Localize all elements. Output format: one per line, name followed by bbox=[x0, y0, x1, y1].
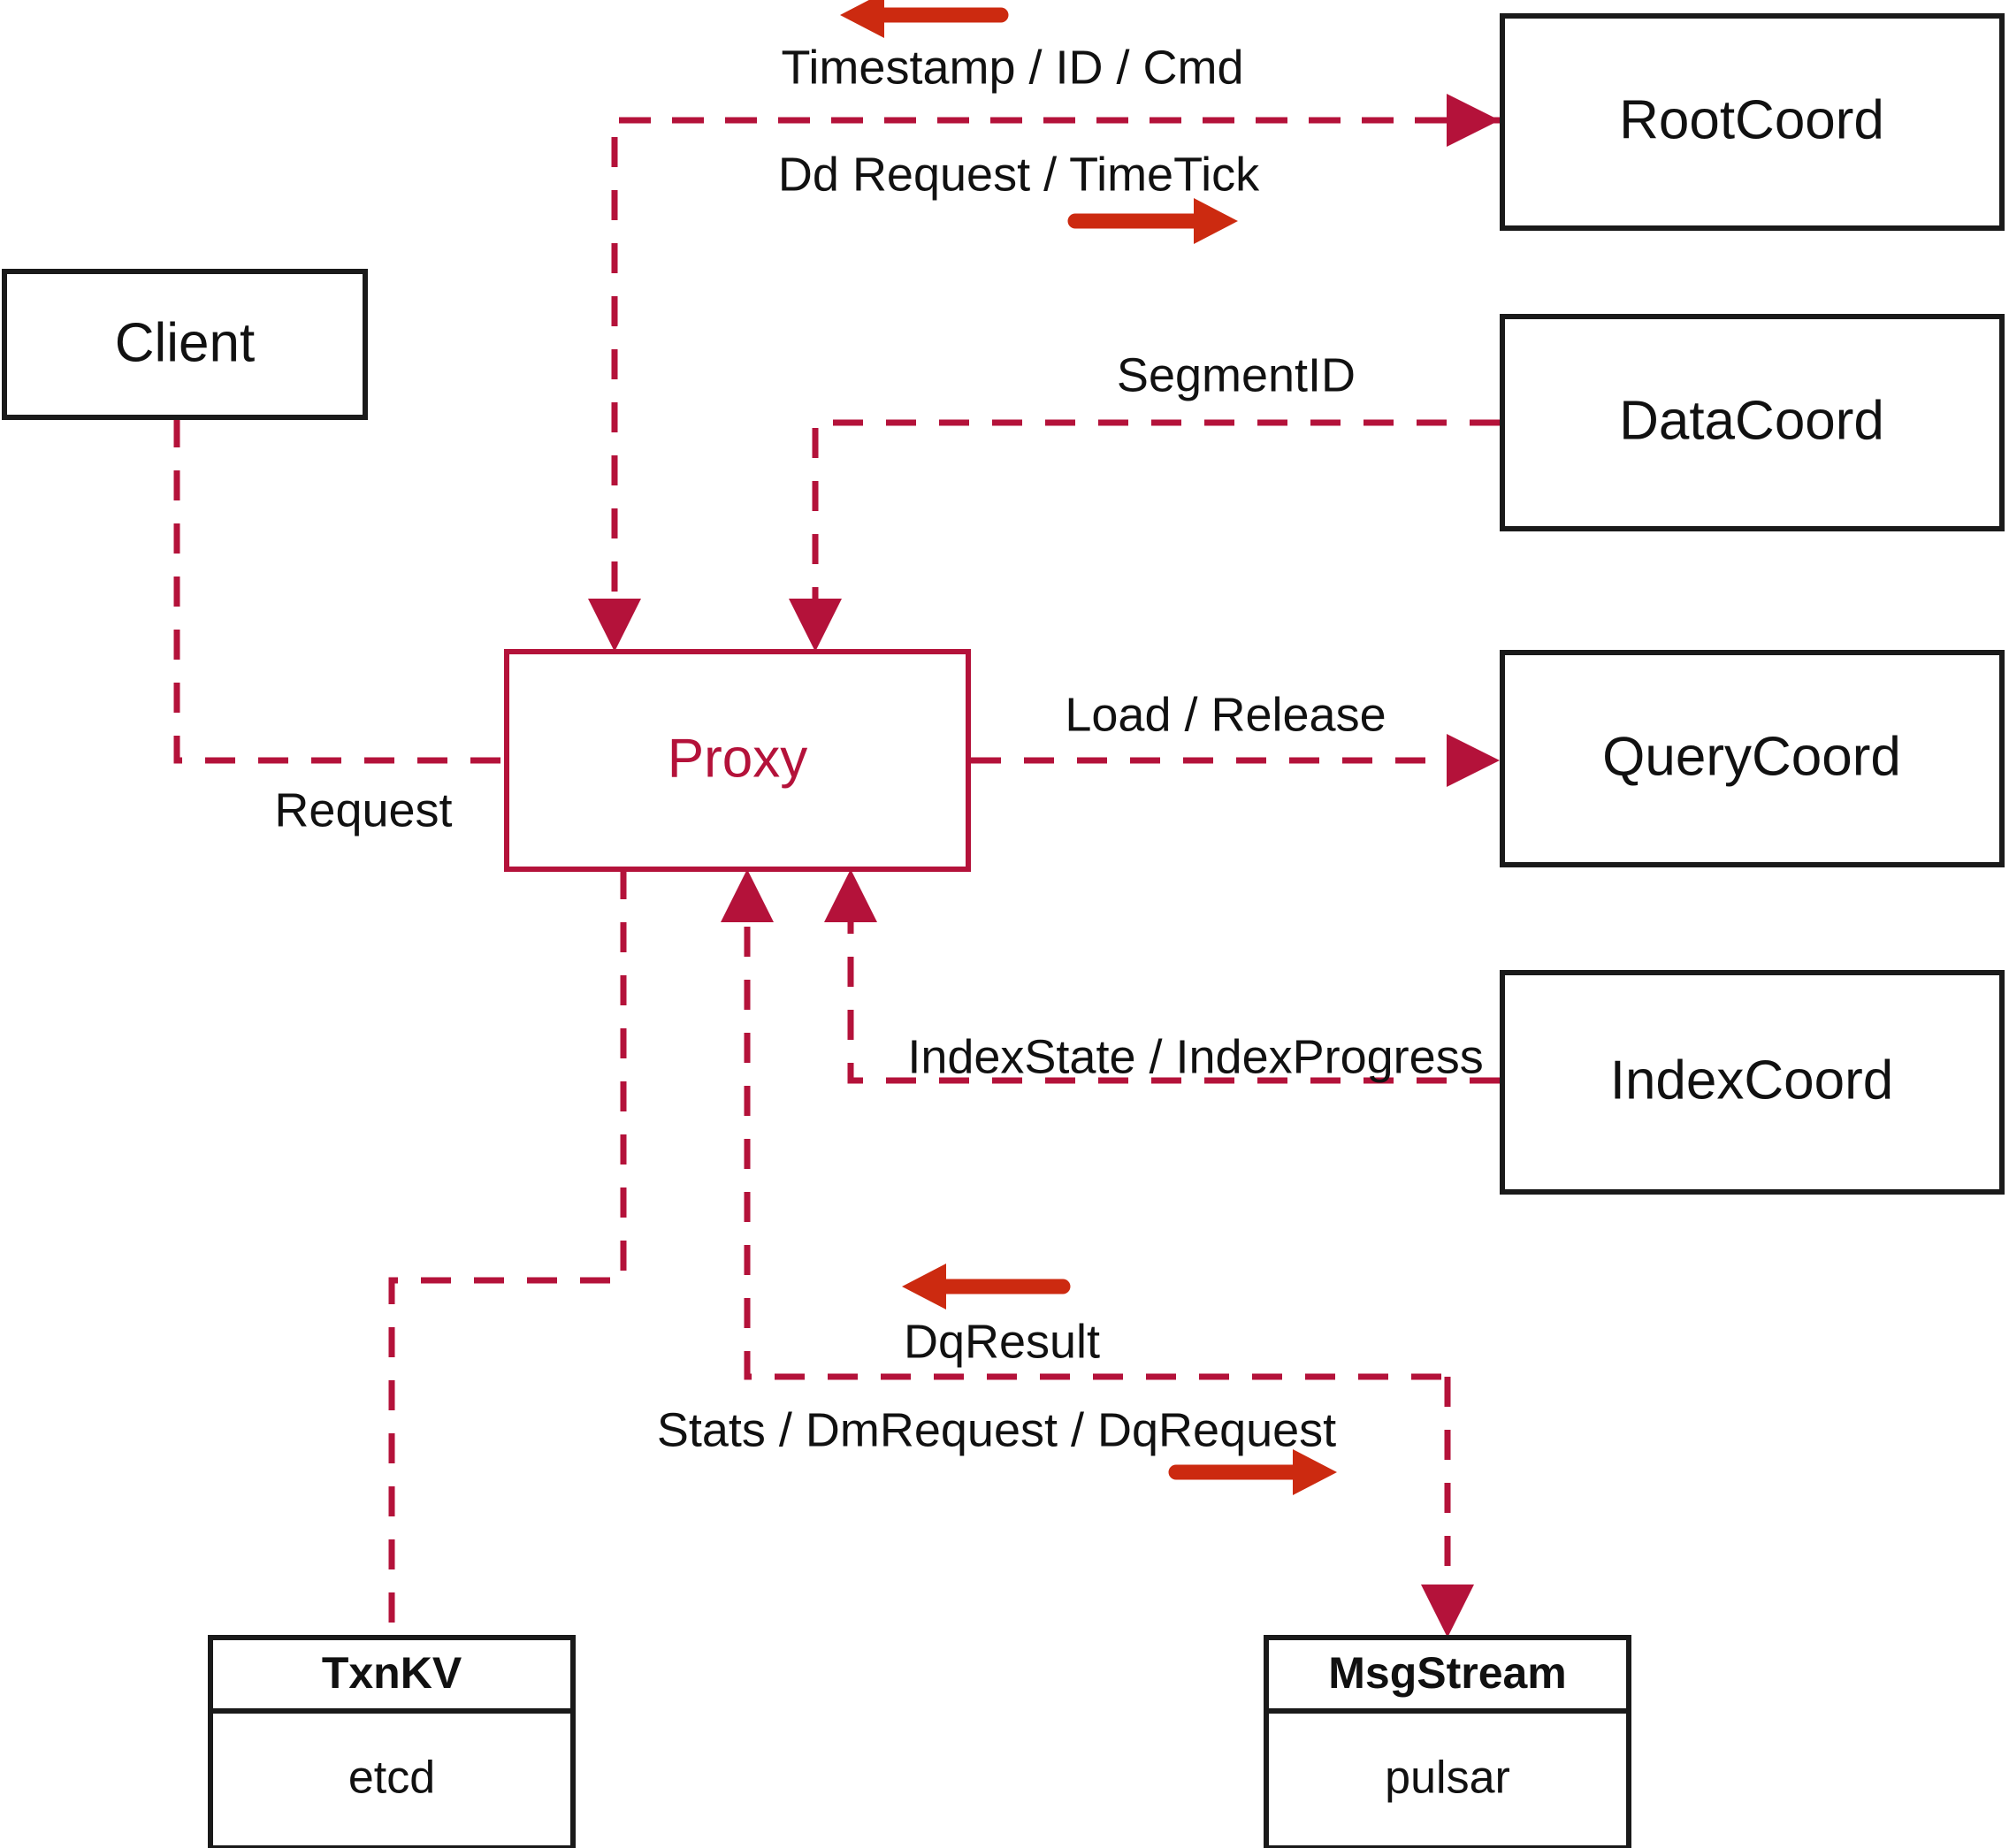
node-txnkv-sublabel: etcd bbox=[348, 1753, 435, 1804]
node-txnkv-label: TxnKV bbox=[322, 1648, 462, 1698]
node-indexcoord[interactable]: IndexCoord bbox=[1500, 970, 2005, 1195]
edge-datacoord-to-proxy bbox=[789, 419, 1500, 652]
node-querycoord[interactable]: QueryCoord bbox=[1500, 650, 2005, 867]
edge-label-indexstate-indexprogress: IndexState / IndexProgress bbox=[907, 1030, 1483, 1083]
edge-proxy-to-querycoord bbox=[971, 734, 1500, 787]
node-rootcoord[interactable]: RootCoord bbox=[1500, 13, 2005, 231]
node-client-label: Client bbox=[115, 312, 256, 373]
direction-arrow-right-bottom bbox=[1168, 1449, 1337, 1495]
edge-indexcoord-to-proxy bbox=[824, 869, 1500, 1084]
node-msgstream-label: MsgStream bbox=[1328, 1648, 1567, 1698]
direction-arrow-left-top bbox=[840, 0, 1009, 38]
direction-arrow-right-top bbox=[1067, 198, 1238, 244]
edge-label-segmentid: SegmentID bbox=[1117, 348, 1356, 401]
direction-arrow-left-bottom bbox=[902, 1264, 1071, 1310]
edge-label-load-release: Load / Release bbox=[1065, 688, 1386, 741]
node-proxy-label: Proxy bbox=[668, 728, 807, 789]
node-proxy[interactable]: Proxy bbox=[504, 649, 971, 872]
edge-proxy-to-txnkv bbox=[388, 869, 627, 1638]
node-querycoord-label: QueryCoord bbox=[1602, 726, 1901, 787]
edge-proxy-to-msgstream bbox=[1421, 1377, 1474, 1638]
edge-label-stats-dmrequest-dqrequest: Stats / DmRequest / DqRequest bbox=[657, 1403, 1336, 1456]
node-client[interactable]: Client bbox=[2, 269, 368, 420]
edge-label-timestamp-id-cmd: Timestamp / ID / Cmd bbox=[781, 41, 1243, 94]
edge-label-dqresult: DqResult bbox=[904, 1315, 1100, 1368]
edge-proxy-to-rootcoord bbox=[619, 94, 1500, 147]
node-datacoord-label: DataCoord bbox=[1619, 390, 1884, 451]
node-msgstream[interactable]: MsgStream pulsar bbox=[1264, 1635, 1631, 1848]
edge-label-dd-request-timetick: Dd Request / TimeTick bbox=[778, 148, 1260, 201]
node-msgstream-sublabel: pulsar bbox=[1385, 1753, 1510, 1804]
node-rootcoord-label: RootCoord bbox=[1619, 89, 1884, 150]
node-indexcoord-label: IndexCoord bbox=[1610, 1050, 1894, 1111]
edge-msgstream-to-proxy bbox=[721, 869, 1441, 1380]
node-txnkv[interactable]: TxnKV etcd bbox=[208, 1635, 576, 1848]
edge-label-request: Request bbox=[274, 783, 452, 836]
node-datacoord[interactable]: DataCoord bbox=[1500, 314, 2005, 531]
